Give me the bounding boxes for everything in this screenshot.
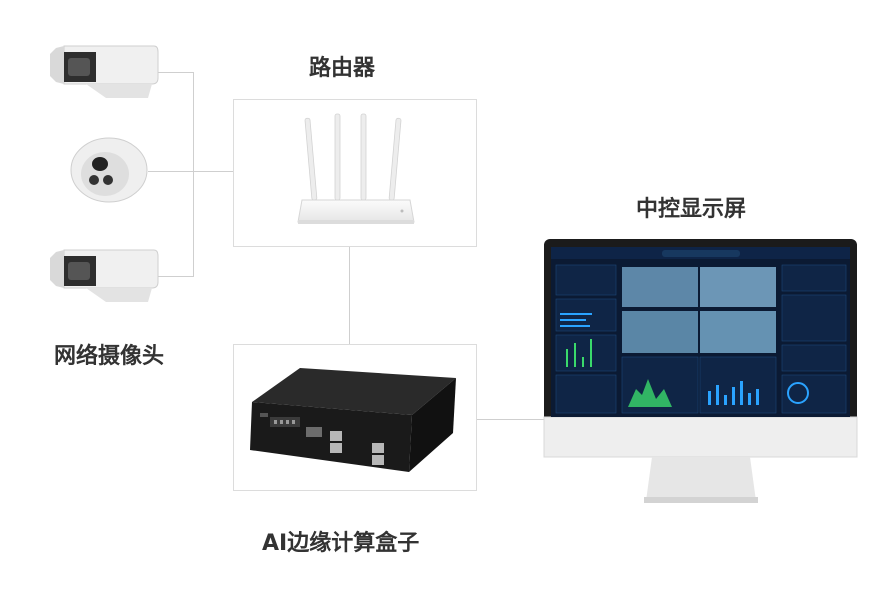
router-panel <box>233 99 477 247</box>
ai-box-panel <box>233 344 477 491</box>
router-label: 路由器 <box>309 56 376 81</box>
bullet-camera-icon <box>50 249 159 302</box>
ai-box-label: AI边缘计算盒子 <box>262 531 420 556</box>
monitor-icon <box>543 239 858 503</box>
dome-camera-icon <box>70 137 148 203</box>
connector-camera-trunk <box>193 72 194 277</box>
router-icon <box>297 113 415 224</box>
connector-camera-bottom <box>158 276 194 277</box>
connector-router-box <box>349 246 350 344</box>
cameras-label: 网络摄像头 <box>54 344 165 369</box>
connector-camera-top <box>158 72 194 73</box>
connector-box-display <box>476 419 548 420</box>
connector-camera-middle <box>148 171 234 172</box>
display-label: 中控显示屏 <box>636 197 747 222</box>
bullet-camera-icon <box>50 45 159 98</box>
edge-box-icon <box>250 368 456 472</box>
